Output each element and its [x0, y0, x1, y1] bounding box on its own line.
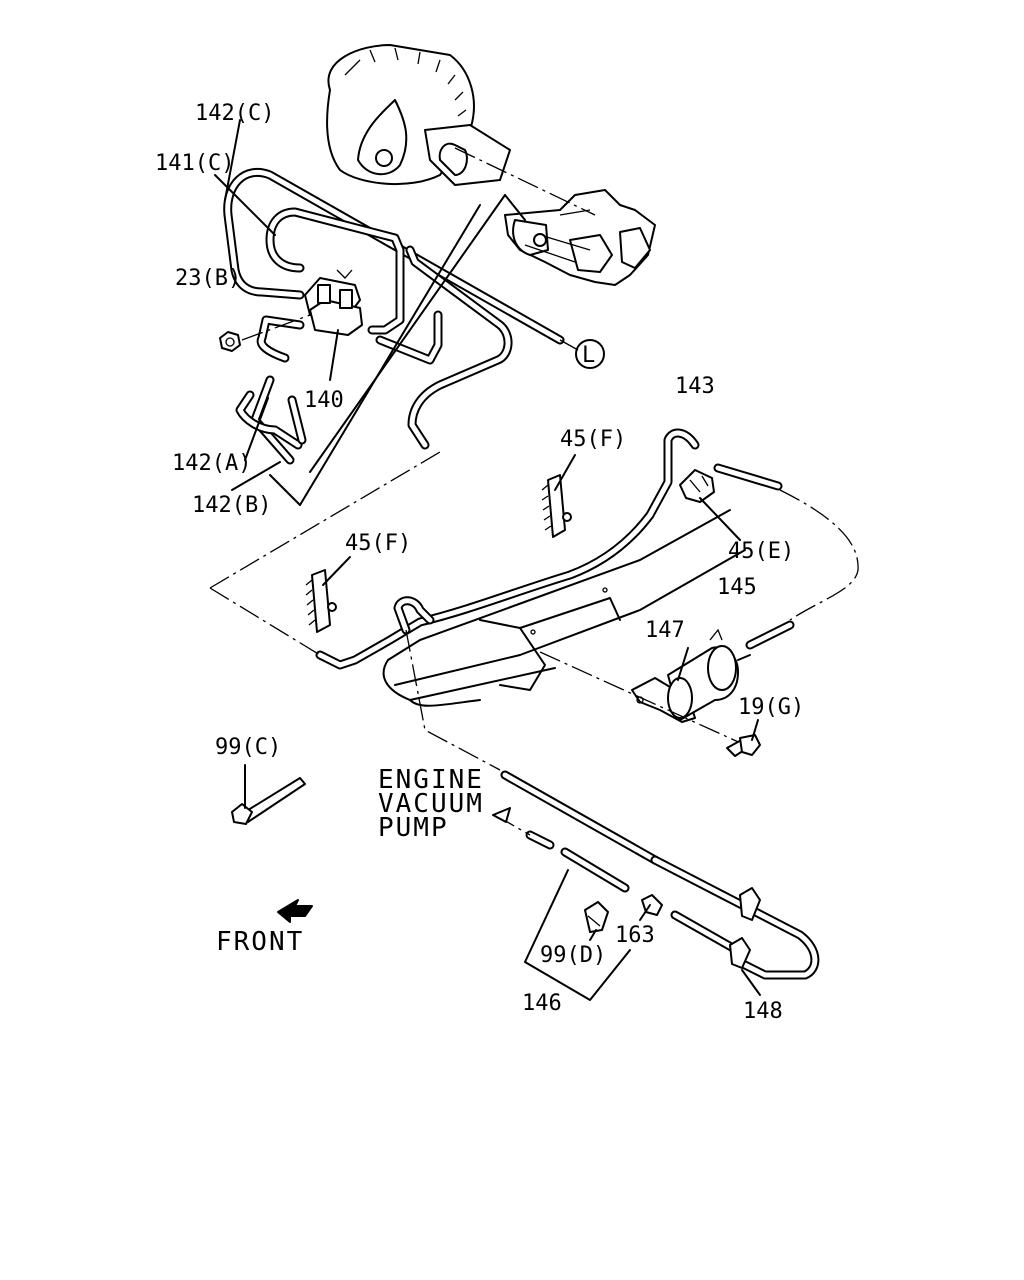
ref-marker-l: L	[575, 339, 605, 369]
leader-142b-long	[299, 204, 481, 506]
label-19g: 19(G)	[738, 695, 804, 720]
vacuum-switch-140	[304, 269, 363, 336]
engine-vacuum-pump-line2: VACUUM	[378, 789, 484, 819]
clamp-99d	[584, 901, 609, 933]
clip-45e	[679, 469, 715, 503]
nut-23b	[219, 331, 241, 352]
front-label: FRONT	[216, 927, 304, 957]
mount-axis-line	[454, 147, 596, 216]
label-146: 146	[522, 991, 562, 1016]
leader-99d	[589, 929, 597, 941]
label-163: 163	[615, 923, 655, 948]
engine-vacuum-pump-line1: ENGINE	[378, 765, 484, 795]
leader-148	[741, 969, 761, 996]
leader-146	[524, 869, 631, 1001]
front-arrow-icon	[277, 899, 313, 923]
label-45f-top: 45(F)	[560, 427, 626, 452]
bolt-19g	[726, 734, 761, 757]
leader-142a	[244, 397, 269, 461]
lower-axis-line	[405, 629, 501, 771]
label-99d: 99(D)	[540, 943, 606, 968]
tank-port	[737, 654, 751, 661]
label-140: 140	[304, 388, 344, 413]
engine-vacuum-pump-line3: PUMP	[378, 813, 449, 843]
main-vacuum-pipe	[315, 428, 700, 670]
tank-axis-line	[539, 651, 746, 746]
clip-45f-left	[305, 569, 337, 633]
clip-45f-top	[541, 474, 572, 538]
ref-marker-l-text: L	[582, 343, 595, 368]
frame-rail	[382, 509, 746, 707]
left-axis-line-upper	[209, 451, 441, 589]
leader-45f-left	[322, 556, 351, 586]
leader-142b-inner	[309, 194, 506, 473]
label-142b: 142(B)	[192, 493, 271, 518]
leader-141c	[214, 174, 276, 236]
leader-142b	[231, 461, 281, 491]
clamp-148	[729, 887, 761, 969]
pump-arrow	[492, 807, 511, 823]
label-142a: 142(A)	[172, 451, 251, 476]
leader-163	[639, 904, 651, 921]
nut-axis-line	[241, 314, 311, 341]
leader-19g	[751, 719, 759, 741]
master-cylinder	[504, 189, 656, 286]
label-99c: 99(C)	[215, 735, 281, 760]
vacuum-tank-147	[631, 628, 739, 723]
label-142c: 142(C)	[195, 101, 274, 126]
leader-142b-end	[504, 194, 526, 221]
label-145: 145	[717, 575, 757, 600]
label-143: 143	[675, 374, 715, 399]
label-45f-left: 45(F)	[345, 531, 411, 556]
leader-147	[677, 647, 689, 681]
leader-142b-left	[269, 474, 301, 506]
brake-booster	[326, 44, 511, 186]
label-148: 148	[743, 999, 783, 1024]
label-147: 147	[645, 618, 685, 643]
leader-140	[329, 329, 339, 381]
leader-45e	[699, 497, 741, 541]
label-23b: 23(B)	[175, 266, 241, 291]
hose-143-route	[779, 489, 859, 621]
upper-vacuum-pipes	[223, 167, 565, 465]
leader-45f-top	[554, 454, 576, 491]
tie-strap-99c	[231, 777, 306, 825]
label-141c: 141(C)	[155, 151, 234, 176]
left-axis-line	[209, 587, 321, 656]
label-45e: 45(E)	[728, 539, 794, 564]
ref-l-line	[559, 339, 579, 351]
